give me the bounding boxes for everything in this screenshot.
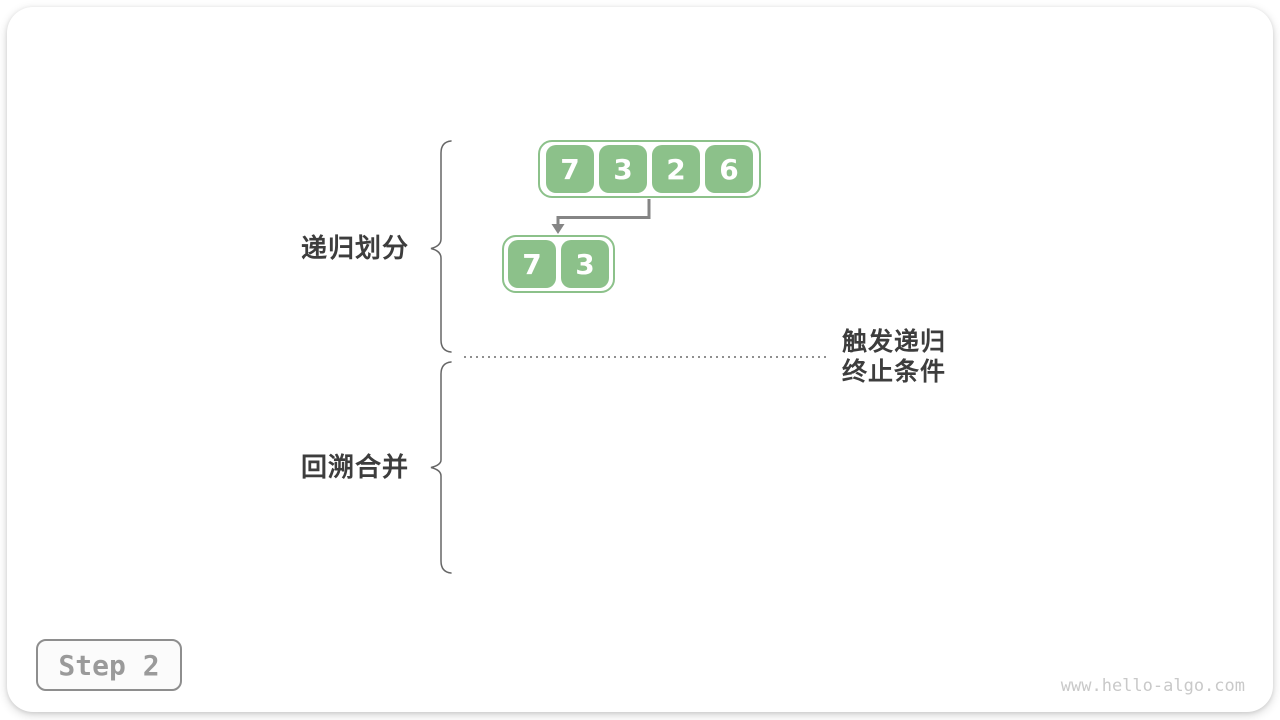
divide-phase-label: 递归划分	[301, 233, 410, 263]
array-cell: 3	[561, 240, 609, 288]
array-cell: 6	[705, 145, 753, 193]
step-badge-label: Step 2	[58, 648, 160, 682]
array-cell: 7	[546, 145, 594, 193]
termination-note-line1: 触发递归	[842, 328, 947, 356]
termination-note-line2: 终止条件	[842, 358, 947, 386]
array-cell: 3	[599, 145, 647, 193]
merge-phase-label: 回溯合并	[301, 452, 410, 482]
array-cell: 2	[652, 145, 700, 193]
array-cell: 7	[508, 240, 556, 288]
step-badge: Step 2	[36, 639, 182, 691]
array-sub: 7 3	[502, 235, 615, 293]
array-top: 7 3 2 6	[538, 140, 761, 198]
watermark: www.hello-algo.com	[1060, 676, 1245, 696]
figure-card	[7, 7, 1273, 712]
termination-note: 触发递归 终止条件	[842, 327, 946, 387]
